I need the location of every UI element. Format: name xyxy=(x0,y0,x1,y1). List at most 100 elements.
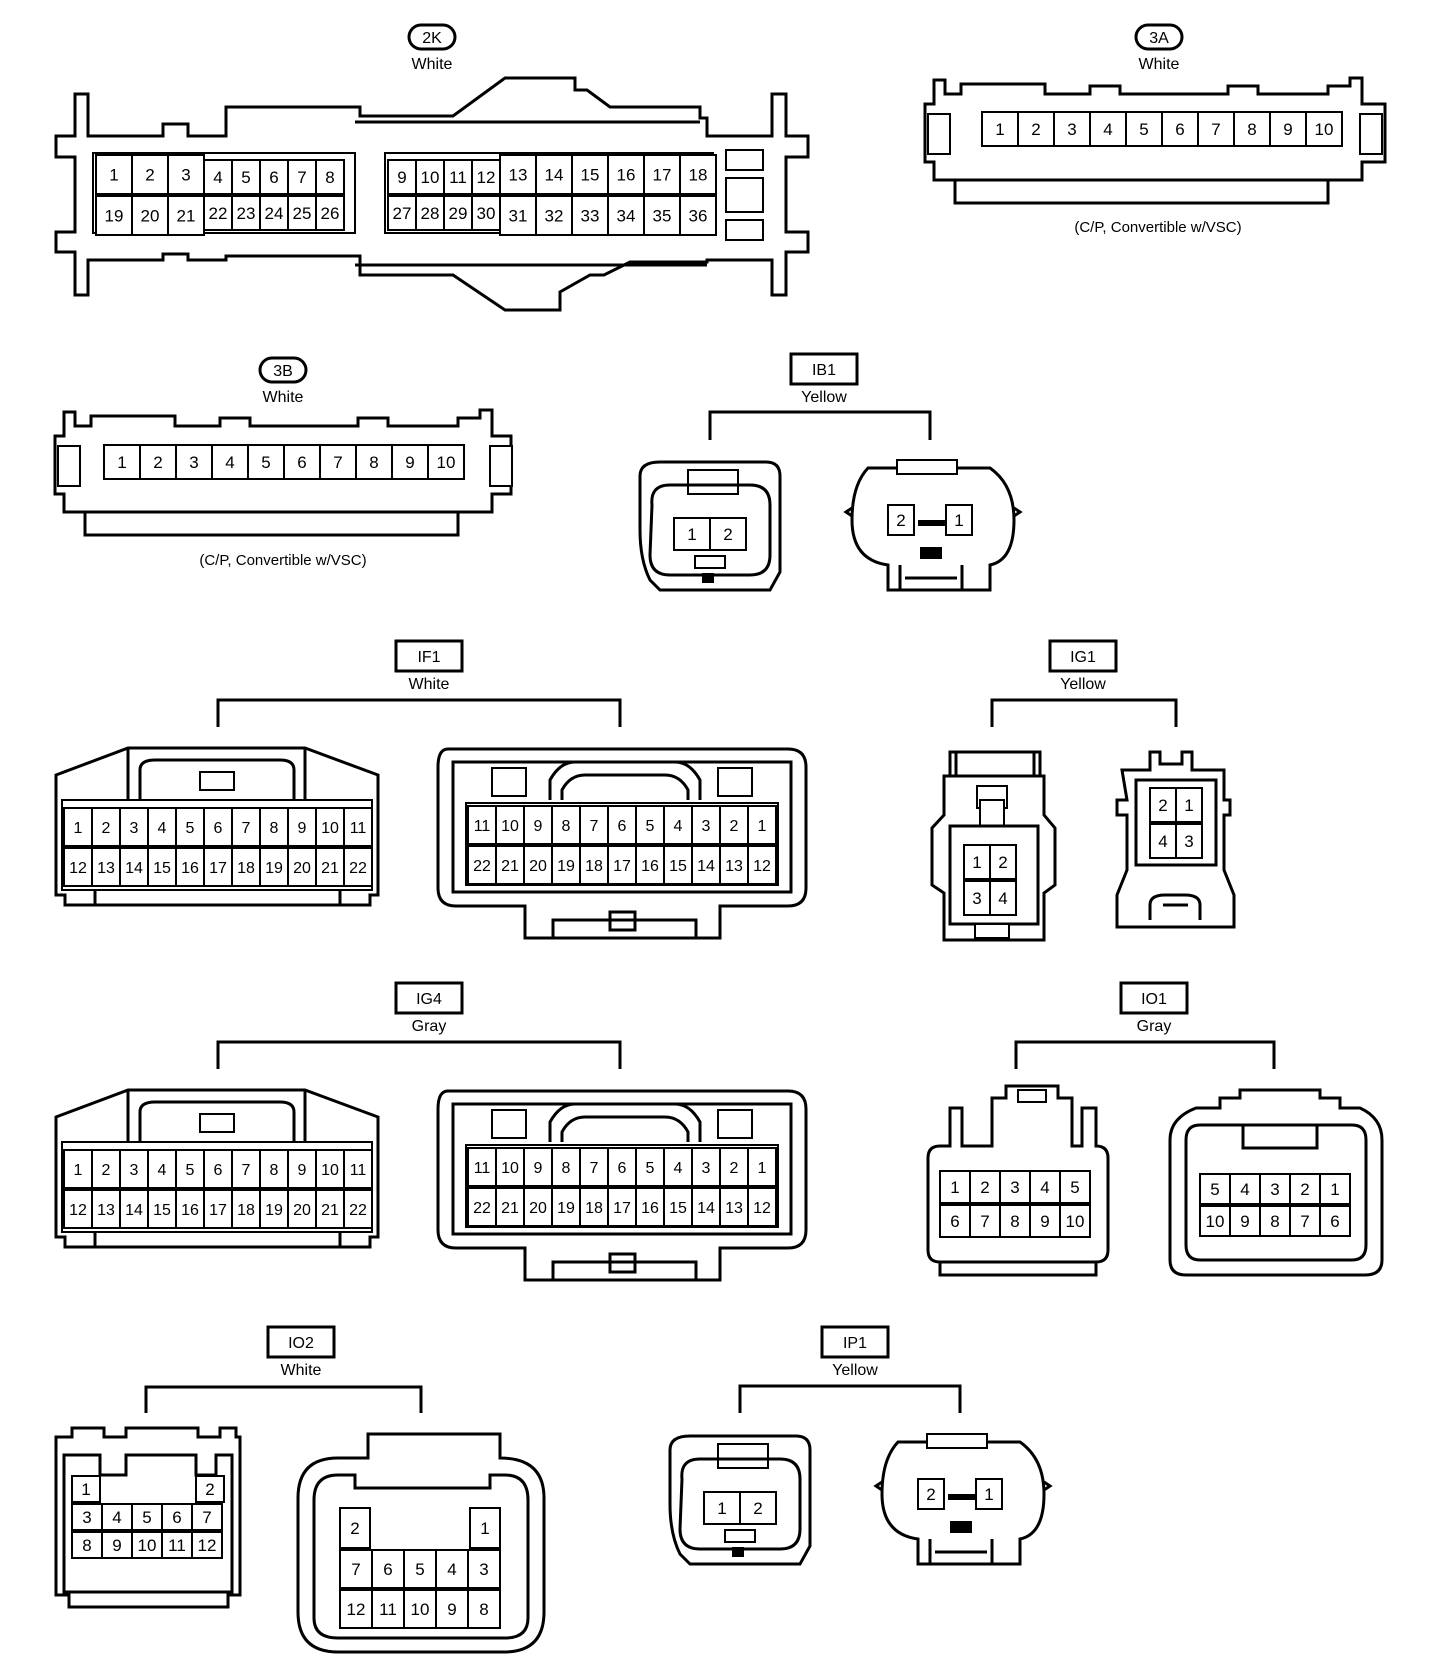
pin-cell-box xyxy=(1229,1173,1261,1205)
pin-cell: 2 xyxy=(719,805,749,845)
pin-cell: 4 xyxy=(203,159,233,195)
pin-cell-box xyxy=(1017,111,1055,147)
pin-cell: 11 xyxy=(343,1149,373,1189)
pin-number: 26 xyxy=(321,204,340,223)
pin-number: 1 xyxy=(117,453,126,472)
pin-cell: 13 xyxy=(91,847,121,887)
pin-cell-box xyxy=(91,1149,121,1189)
pin-cell: 23 xyxy=(231,195,261,231)
pin-cell-box xyxy=(91,807,121,847)
connector-bracket xyxy=(216,698,622,727)
pin-cell-box xyxy=(203,159,233,195)
pin-cell-box xyxy=(571,154,609,195)
pin-cell: 6 xyxy=(607,805,637,845)
pin-cell-box xyxy=(167,154,205,195)
pin-number: 15 xyxy=(153,860,171,877)
pin-cell: 10 xyxy=(427,444,465,480)
pin-number: 10 xyxy=(138,1536,157,1555)
pin-number: 2 xyxy=(1300,1180,1309,1199)
pin-cell: 9 xyxy=(287,1149,317,1189)
pin-cell: 5 xyxy=(175,807,205,847)
connector-side-ridge xyxy=(843,506,1023,518)
pin-cell: 11 xyxy=(371,1589,405,1629)
connector-latch-slot xyxy=(491,1109,527,1139)
pin-number: 22 xyxy=(473,858,491,875)
pin-number: 22 xyxy=(349,1202,367,1219)
pin-number: 7 xyxy=(980,1212,989,1231)
pin-cell: 16 xyxy=(175,1189,205,1229)
pin-number: 5 xyxy=(186,820,195,837)
pin-number: 2 xyxy=(350,1519,359,1538)
pin-number: 1 xyxy=(954,511,963,530)
pin-cell-box xyxy=(1149,787,1177,823)
pin-cell-box xyxy=(719,845,749,885)
pin-number: 6 xyxy=(1330,1212,1339,1231)
pin-cell-box xyxy=(175,444,213,480)
pin-cell: 1 xyxy=(1175,787,1203,823)
pin-cell: 21 xyxy=(315,1189,345,1229)
pin-cell-box xyxy=(415,195,445,231)
pin-cell: 5 xyxy=(231,159,261,195)
pin-cell: 9 xyxy=(391,444,429,480)
connector-key xyxy=(702,573,714,583)
pin-cell: 11 xyxy=(161,1531,193,1559)
pin-number: 14 xyxy=(697,858,715,875)
pin-number: 5 xyxy=(186,1162,195,1179)
pin-number: 20 xyxy=(293,1202,311,1219)
pin-number: 8 xyxy=(562,1160,571,1177)
pin-cell-box xyxy=(101,1503,133,1531)
pin-number: 9 xyxy=(1283,120,1292,139)
pin-cell-box xyxy=(355,444,393,480)
pin-cell: 21 xyxy=(495,845,525,885)
pin-cell-box xyxy=(495,1187,525,1227)
pin-cell-box xyxy=(535,195,573,236)
pin-cell: 36 xyxy=(679,195,717,236)
pin-number: 3 xyxy=(702,818,711,835)
pin-number: 8 xyxy=(270,1162,279,1179)
connector-side-ridge xyxy=(873,1480,1053,1492)
pin-cell: 3 xyxy=(963,880,991,916)
pin-cell: 5 xyxy=(1199,1173,1231,1205)
pin-cell: 7 xyxy=(231,807,261,847)
pin-cell-box xyxy=(203,847,233,887)
pin-number: 6 xyxy=(618,818,627,835)
connector-latch-slot xyxy=(717,1109,753,1139)
pin-cell-box xyxy=(709,517,747,551)
pin-cell-box xyxy=(551,805,581,845)
pin-cell-box xyxy=(63,1149,93,1189)
pin-number: 17 xyxy=(613,1200,631,1217)
pin-cell: 1 xyxy=(673,517,711,551)
pin-cell: 2 xyxy=(1017,111,1055,147)
pin-cell-box xyxy=(643,154,681,195)
connector-color: White xyxy=(263,389,304,406)
pin-cell-box xyxy=(427,444,465,480)
pin-number: 1 xyxy=(81,1480,90,1499)
pin-number: 2 xyxy=(102,820,111,837)
pin-number: 4 xyxy=(1103,120,1112,139)
pin-number: 16 xyxy=(641,1200,659,1217)
pin-cell-box xyxy=(1319,1205,1351,1237)
connector-base-detail xyxy=(93,1232,342,1247)
pin-number: 17 xyxy=(209,1202,227,1219)
connector-color: White xyxy=(409,676,450,693)
pin-number: 1 xyxy=(687,525,696,544)
pin-cell: 4 xyxy=(101,1503,133,1531)
pin-cell-box xyxy=(259,195,289,231)
pin-number: 6 xyxy=(950,1212,959,1231)
pin-number: 11 xyxy=(168,1536,186,1555)
pin-cell-box xyxy=(917,1478,945,1510)
connector-inner-shell xyxy=(62,1453,234,1594)
pin-number: 10 xyxy=(411,1600,430,1619)
pin-cell: 20 xyxy=(523,845,553,885)
pin-number: 4 xyxy=(1158,832,1167,851)
pin-cell: 14 xyxy=(535,154,573,195)
pin-number: 7 xyxy=(1300,1212,1309,1231)
connector-bracket xyxy=(216,1040,622,1069)
pin-cell: 9 xyxy=(435,1589,469,1629)
pin-cell-box xyxy=(287,195,317,231)
